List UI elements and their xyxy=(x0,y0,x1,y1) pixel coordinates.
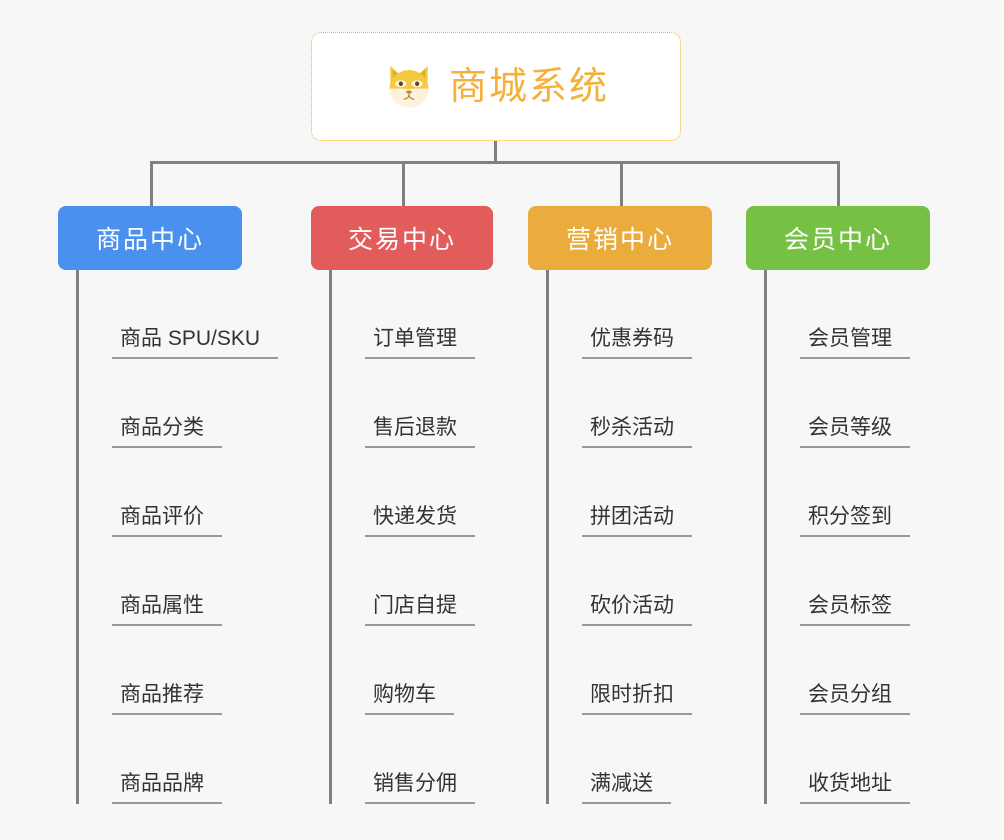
shiba-dog-face-icon xyxy=(389,65,429,107)
branch-column-4: 会员中心会员管理会员等级积分签到会员标签会员分组收货地址 xyxy=(746,206,930,804)
connector-drop-2 xyxy=(402,161,405,208)
branch-children-list: 商品 SPU/SKU 商品分类商品评价商品属性商品推荐商品品牌 xyxy=(76,270,279,804)
branch-child-label: 商品推荐 xyxy=(112,683,222,715)
branch-child-label: 积分签到 xyxy=(800,505,910,537)
branch-child-item[interactable]: 销售分佣 xyxy=(332,715,493,804)
branch-child-label: 商品分类 xyxy=(112,416,222,448)
branch-child-item[interactable]: 商品品牌 xyxy=(79,715,242,804)
branch-child-label: 限时折扣 xyxy=(582,683,692,715)
connector-drop-4 xyxy=(837,161,840,208)
root-title: 商城系统 xyxy=(448,65,609,108)
connector-root-stem xyxy=(494,141,497,163)
branch-child-item[interactable]: 会员分组 xyxy=(767,626,930,715)
branch-child-label: 售后退款 xyxy=(365,416,475,448)
branch-child-item[interactable]: 商品分类 xyxy=(79,359,242,448)
branch-child-item[interactable]: 商品推荐 xyxy=(79,626,242,715)
connector-horizontal-bus xyxy=(150,161,838,164)
branch-child-label: 商品 SPU/SKU xyxy=(112,327,279,359)
branch-child-label: 会员管理 xyxy=(800,327,910,359)
branch-child-item[interactable]: 限时折扣 xyxy=(549,626,712,715)
branch-child-label: 收货地址 xyxy=(800,772,910,804)
branch-child-item[interactable]: 满减送 xyxy=(549,715,712,804)
branch-child-label: 订单管理 xyxy=(365,327,475,359)
branch-child-item[interactable]: 秒杀活动 xyxy=(549,359,712,448)
branch-children-list: 会员管理会员等级积分签到会员标签会员分组收货地址 xyxy=(764,270,930,804)
branch-child-item[interactable]: 商品 SPU/SKU xyxy=(79,270,279,359)
branch-child-label: 门店自提 xyxy=(365,594,475,626)
branch-header[interactable]: 交易中心 xyxy=(311,206,493,270)
branch-child-item[interactable]: 收货地址 xyxy=(767,715,930,804)
branch-child-item[interactable]: 门店自提 xyxy=(332,537,493,626)
branch-child-label: 满减送 xyxy=(582,772,671,804)
branch-child-item[interactable]: 砍价活动 xyxy=(549,537,712,626)
branch-child-item[interactable]: 优惠券码 xyxy=(549,270,712,359)
branch-child-item[interactable]: 会员管理 xyxy=(767,270,930,359)
branch-child-item[interactable]: 订单管理 xyxy=(332,270,493,359)
branch-children-list: 优惠券码秒杀活动拼团活动砍价活动限时折扣满减送 xyxy=(546,270,712,804)
branch-child-label: 购物车 xyxy=(365,683,454,715)
branch-child-label: 商品评价 xyxy=(112,505,222,537)
branch-child-label: 秒杀活动 xyxy=(582,416,692,448)
branch-header[interactable]: 商品中心 xyxy=(58,206,242,270)
branch-header[interactable]: 营销中心 xyxy=(528,206,712,270)
branch-child-item[interactable]: 售后退款 xyxy=(332,359,493,448)
branch-column-2: 交易中心订单管理售后退款快递发货门店自提购物车销售分佣 xyxy=(311,206,493,804)
branch-child-item[interactable]: 购物车 xyxy=(332,626,493,715)
branch-child-item[interactable]: 拼团活动 xyxy=(549,448,712,537)
branch-child-label: 会员分组 xyxy=(800,683,910,715)
branch-child-item[interactable]: 会员标签 xyxy=(767,537,930,626)
branch-child-label: 商品品牌 xyxy=(112,772,222,804)
branch-child-item[interactable]: 商品属性 xyxy=(79,537,242,626)
branch-child-label: 会员标签 xyxy=(800,594,910,626)
branch-child-label: 会员等级 xyxy=(800,416,910,448)
branch-header[interactable]: 会员中心 xyxy=(746,206,930,270)
branch-child-item[interactable]: 积分签到 xyxy=(767,448,930,537)
branch-child-label: 商品属性 xyxy=(112,594,222,626)
connector-drop-3 xyxy=(620,161,623,208)
branch-column-3: 营销中心优惠券码秒杀活动拼团活动砍价活动限时折扣满减送 xyxy=(528,206,712,804)
branch-child-label: 优惠券码 xyxy=(582,327,692,359)
branch-child-label: 快递发货 xyxy=(365,505,475,537)
branch-children-list: 订单管理售后退款快递发货门店自提购物车销售分佣 xyxy=(329,270,493,804)
branch-child-item[interactable]: 快递发货 xyxy=(332,448,493,537)
branch-child-label: 拼团活动 xyxy=(582,505,692,537)
branch-child-label: 砍价活动 xyxy=(582,594,692,626)
root-node[interactable]: 商城系统 xyxy=(311,32,681,141)
connector-drop-1 xyxy=(150,161,153,208)
branch-child-label: 销售分佣 xyxy=(365,772,475,804)
branch-child-item[interactable]: 会员等级 xyxy=(767,359,930,448)
branch-column-1: 商品中心商品 SPU/SKU 商品分类商品评价商品属性商品推荐商品品牌 xyxy=(58,206,279,804)
branch-child-item[interactable]: 商品评价 xyxy=(79,448,242,537)
